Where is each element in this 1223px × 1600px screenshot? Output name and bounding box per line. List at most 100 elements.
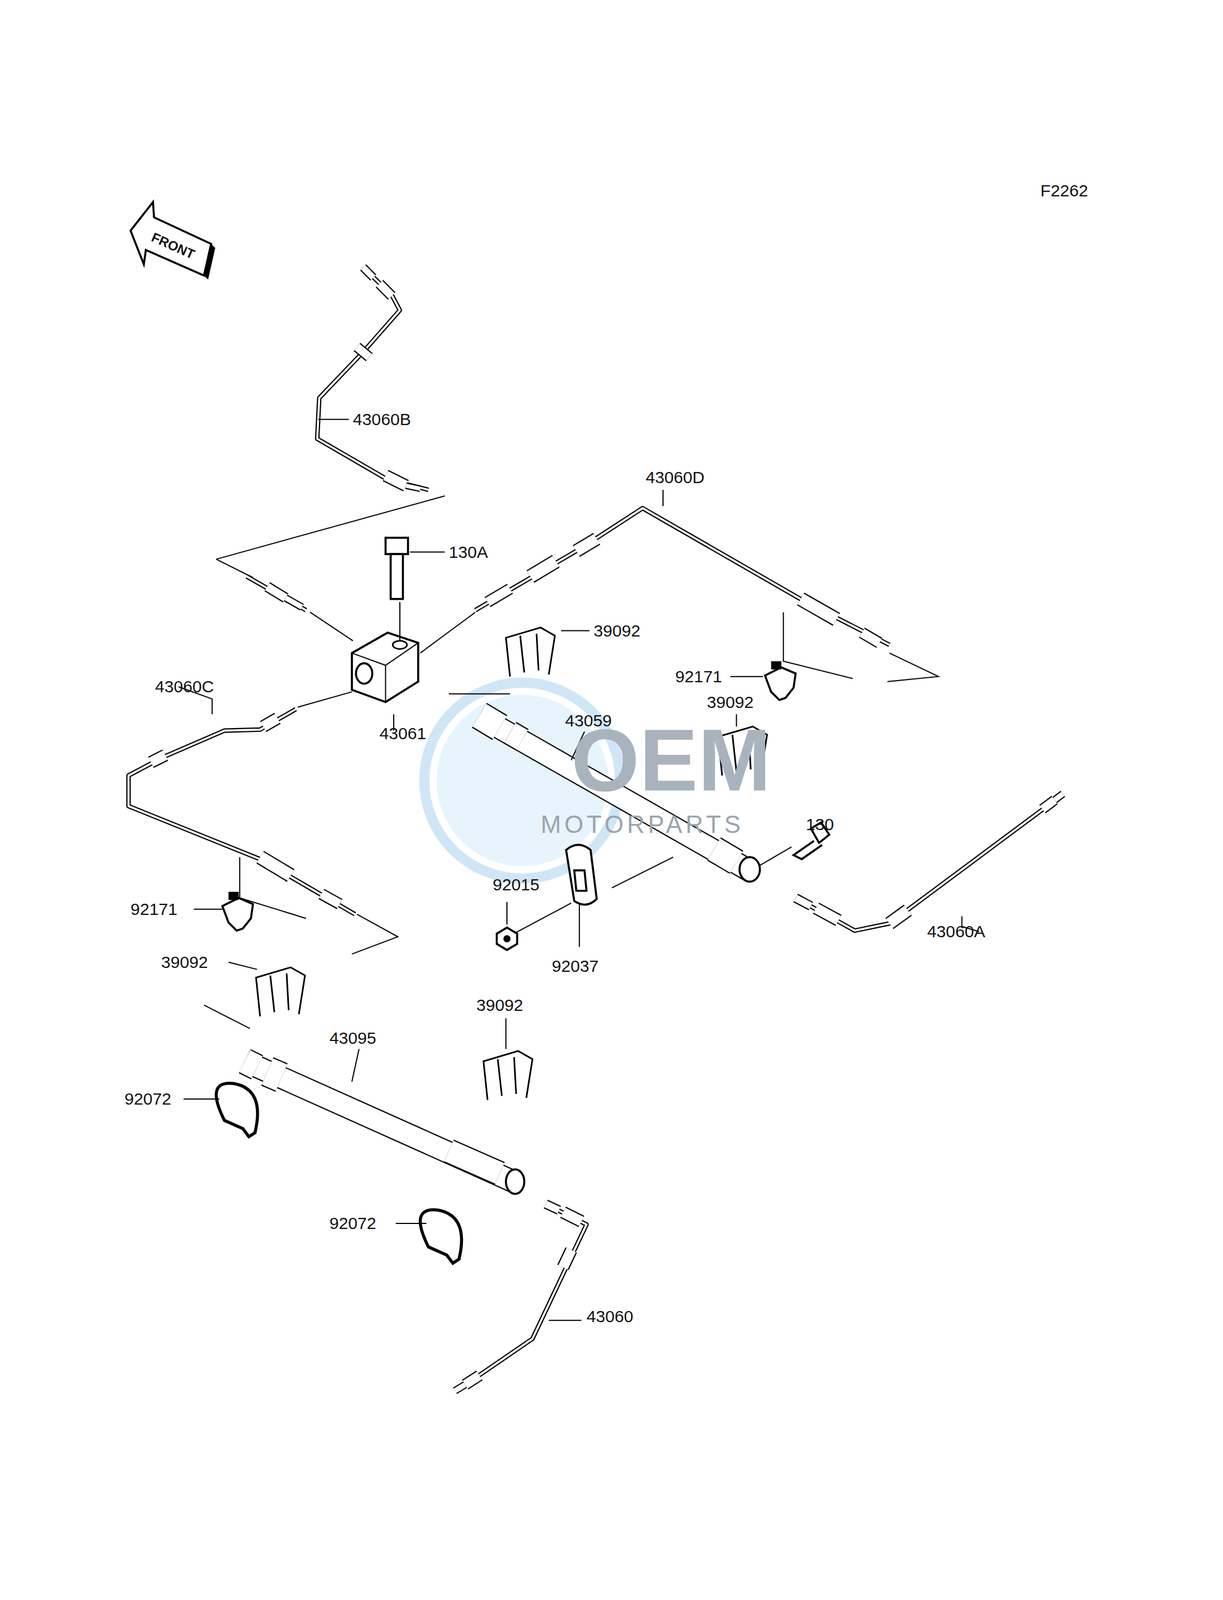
cable-fitting-core <box>385 475 406 486</box>
leader-line <box>578 902 580 947</box>
cable-fitting-core <box>487 588 510 602</box>
grommet-clip-top <box>228 891 239 901</box>
block-edge <box>351 642 419 665</box>
cable-fitting-core <box>1054 793 1063 800</box>
cable-fitting-core <box>405 485 421 489</box>
hose <box>244 1060 519 1183</box>
leader-line <box>662 489 664 506</box>
cable-fitting-core <box>510 732 523 740</box>
nut-hole <box>503 934 511 942</box>
cable-fitting-core <box>815 907 839 921</box>
band-strap <box>216 1083 258 1137</box>
connection-line <box>420 611 476 653</box>
cable-fitting <box>405 485 421 489</box>
cable-fitting <box>487 588 510 602</box>
cable-fitting-core <box>530 561 557 577</box>
cable-core <box>128 708 355 915</box>
cable-fitting <box>455 1384 466 1391</box>
cable-core <box>247 576 307 610</box>
callout-number: 39092 <box>593 621 641 640</box>
cable-fitting <box>379 283 392 297</box>
cable-core <box>317 267 429 490</box>
junction-block <box>351 632 419 702</box>
callout-number: 92171 <box>130 899 178 918</box>
leader-line <box>183 1098 220 1100</box>
connection-line <box>297 691 352 707</box>
cable-fitting-core <box>259 856 291 876</box>
bolt-shank <box>390 553 404 599</box>
cable-fitting <box>545 1203 560 1210</box>
callout-number: 43060B <box>353 409 412 429</box>
grommet-clip <box>765 666 796 700</box>
band-strap <box>420 1209 462 1264</box>
cable <box>461 1203 587 1387</box>
bracket-line <box>351 914 398 954</box>
cable-fitting-core <box>356 346 370 357</box>
connection-line <box>760 846 792 865</box>
callout-number: 43060 <box>586 1306 634 1326</box>
leader-line <box>351 1048 360 1082</box>
cable-fitting-core <box>800 598 837 620</box>
front-arrow-shadow <box>204 243 216 280</box>
connection-line <box>204 1004 250 1029</box>
cable-fitting-core <box>244 1060 258 1067</box>
cable-fitting <box>151 755 166 763</box>
cable-fitting <box>244 1060 258 1067</box>
cable-fitting <box>815 907 839 921</box>
cable-fitting <box>563 1249 572 1268</box>
cable-fitting-core <box>267 586 286 598</box>
grommet-clip-top <box>771 660 782 670</box>
grommet-clip <box>222 897 254 931</box>
callout-number: 92072 <box>124 1089 172 1108</box>
front-arrow <box>130 201 211 276</box>
bracket-line <box>887 653 939 682</box>
connection-line <box>611 856 674 888</box>
leader-line <box>318 418 350 420</box>
cable-fitting-core <box>285 597 302 607</box>
connection-line <box>508 902 572 937</box>
callout-number: 43061 <box>379 723 427 743</box>
cable-core <box>475 508 890 645</box>
connection-line <box>216 558 254 578</box>
cable-fitting-core <box>465 1375 480 1385</box>
callout-number: 39092 <box>707 692 754 712</box>
bolt-head <box>385 537 408 554</box>
cable-fitting <box>259 856 291 876</box>
cable-fitting <box>795 897 811 907</box>
cable <box>247 576 307 610</box>
leader-line <box>409 551 445 553</box>
cable-fitting <box>1042 799 1055 809</box>
watermark-text: MOTORPARTS <box>540 810 744 838</box>
cable-fitting <box>576 538 597 551</box>
cable-fitting <box>1054 793 1063 800</box>
cable <box>795 795 1062 931</box>
leader-line <box>561 629 590 631</box>
leader-line <box>395 1222 427 1224</box>
callout-number: 92037 <box>552 956 599 975</box>
hose-end <box>739 856 761 882</box>
bracket-line <box>783 611 853 679</box>
hose-core <box>244 1060 519 1183</box>
cable-fitting-core <box>363 267 374 278</box>
cable-fitting <box>356 346 370 357</box>
cable-fitting <box>713 848 737 863</box>
cable-fitting-core <box>151 755 166 763</box>
leader-line <box>506 901 508 925</box>
cable <box>317 267 429 490</box>
cable-fitting <box>385 475 406 486</box>
watermark-text: OEM <box>571 711 771 809</box>
cable-fitting-core <box>889 910 908 924</box>
cable-fitting-core <box>563 1211 582 1221</box>
leader-line <box>194 908 223 910</box>
leader-line <box>548 1319 582 1321</box>
cable-fitting-core <box>448 1150 500 1173</box>
callout-number: F2262 <box>1040 181 1089 200</box>
cable-fitting-core <box>455 1384 466 1391</box>
cable-fitting-core <box>267 1071 282 1078</box>
cable-fitting-core <box>479 714 501 728</box>
cable-fitting <box>363 267 374 278</box>
block-edge <box>384 665 386 703</box>
cable-fitting <box>530 561 557 577</box>
cable-fitting <box>800 598 837 620</box>
